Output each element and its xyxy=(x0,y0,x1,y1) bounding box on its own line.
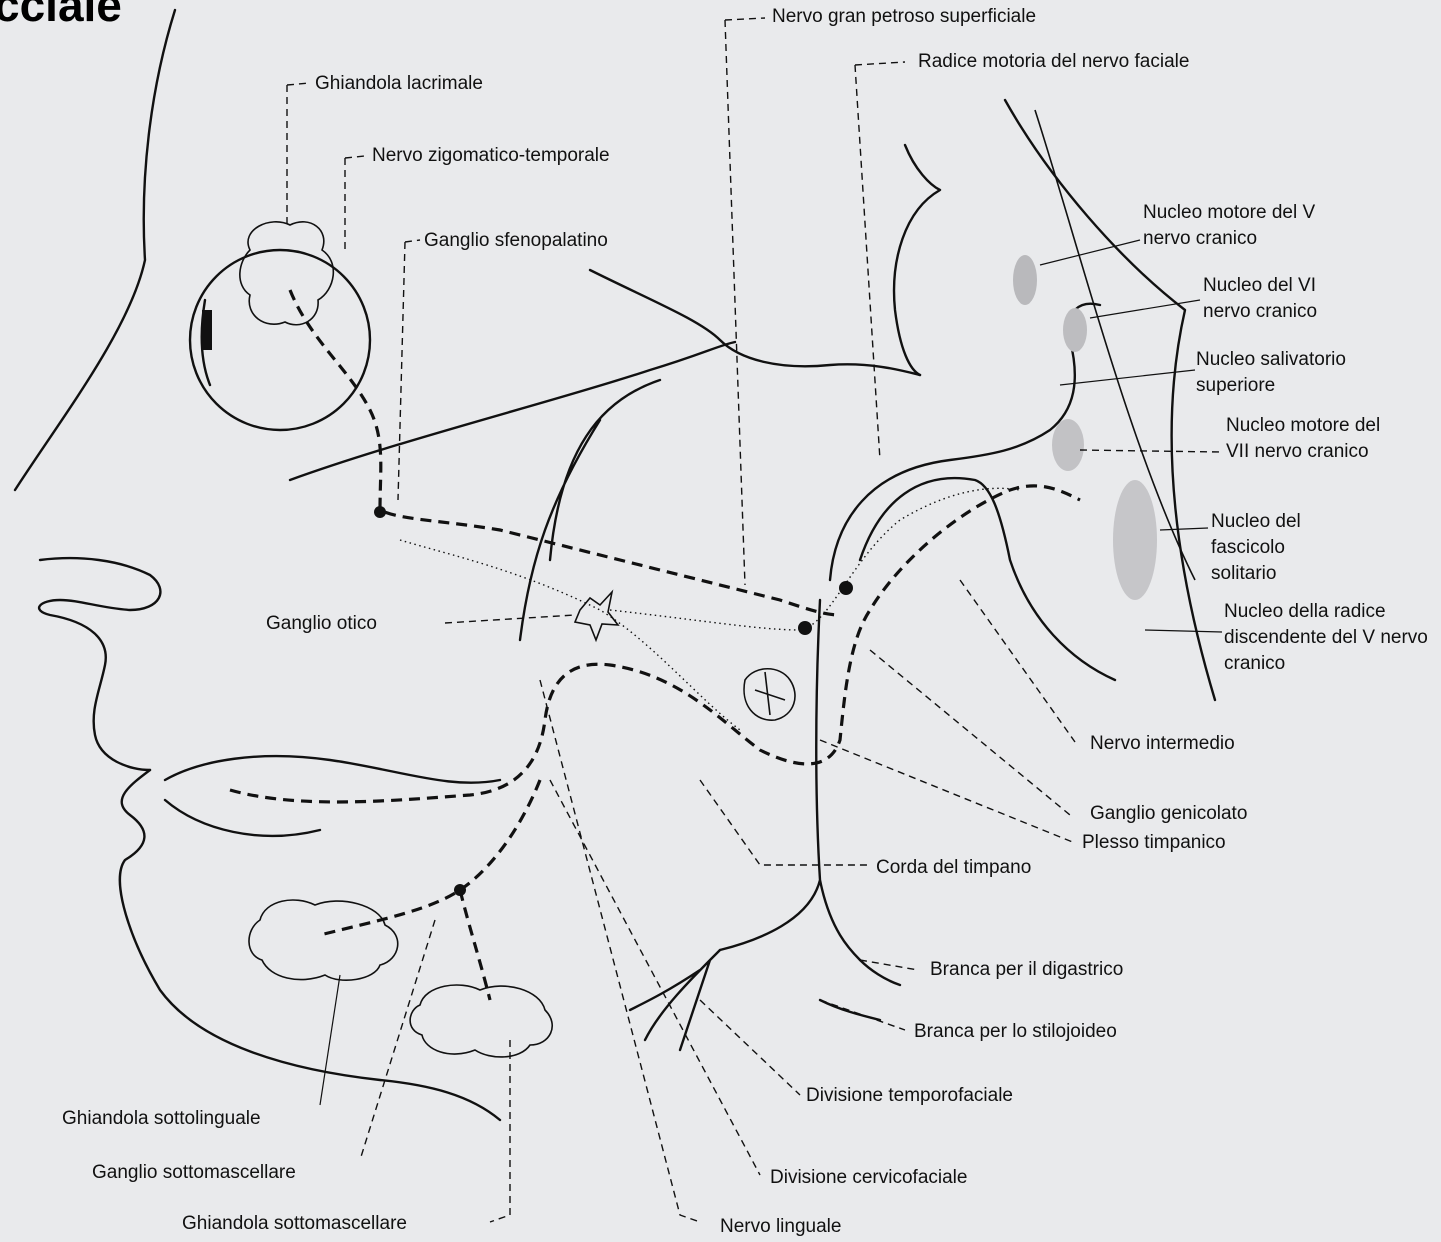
tympanic-plexus-shape xyxy=(744,669,795,720)
nose-outline xyxy=(39,558,160,770)
label-corda: Corda del timpano xyxy=(876,855,1031,881)
label-stilojoideo: Branca per lo stilojoideo xyxy=(914,1019,1117,1045)
label-temporofaciale: Divisione temporofaciale xyxy=(806,1083,1013,1109)
otic-ganglion-shape xyxy=(575,592,618,640)
stylohyoid-branch xyxy=(820,1000,880,1020)
submandibular-ganglion-dot xyxy=(454,884,466,896)
label-nucleo-vi: Nucleo del VI nervo cranico xyxy=(1203,273,1358,325)
chorda-path xyxy=(520,380,660,640)
lips-outline xyxy=(120,770,500,1120)
facial-trunk-outer xyxy=(720,600,860,960)
eyeball xyxy=(190,250,370,430)
label-salivatorio: Nucleo salivatorio superiore xyxy=(1196,347,1396,399)
sublingual-gland-shape xyxy=(249,900,398,980)
brainstem-outline xyxy=(1005,100,1215,700)
geniculate-ganglion-dot xyxy=(839,581,853,595)
tympanic-dotted xyxy=(400,488,1020,730)
label-digastrico: Branca per il digastrico xyxy=(930,957,1123,983)
label-sottolinguale: Ghiandola sottolinguale xyxy=(62,1106,261,1132)
maxillary-branch xyxy=(290,342,735,480)
submandibular-pathway xyxy=(320,780,540,1000)
label-intermedio: Nervo intermedio xyxy=(1090,731,1235,757)
page-title: cciale xyxy=(0,0,122,32)
nucleus-motor-v xyxy=(1013,255,1037,305)
label-gran-petroso: Nervo gran petroso superficiale xyxy=(772,4,1036,30)
label-nucleo-motore-vii: Nucleo motore del VII nervo cranico xyxy=(1226,413,1381,465)
face-outline xyxy=(15,10,175,490)
label-ganglio-otico: Ganglio otico xyxy=(266,611,377,637)
label-linguale: Nervo linguale xyxy=(720,1214,841,1240)
label-ghiandola-lacrimale: Ghiandola lacrimale xyxy=(315,71,483,97)
submandibular-gland-shape xyxy=(410,985,552,1057)
label-ganglio-sottomascellare: Ganglio sottomascellare xyxy=(92,1160,296,1186)
label-zigomatico: Nervo zigomatico-temporale xyxy=(372,143,610,169)
label-radice-discendente: Nucleo della radice discendente del V ne… xyxy=(1224,599,1439,677)
temporofacial-branches xyxy=(630,950,720,1050)
label-plesso: Plesso timpanico xyxy=(1082,830,1226,856)
label-radice-motoria: Radice motoria del nervo faciale xyxy=(918,49,1189,75)
label-nucleo-motore-v: Nucleo motore del V nervo cranico xyxy=(1143,200,1363,252)
label-cervicofaciale: Divisione cervicofaciale xyxy=(770,1165,967,1191)
lacrimal-gland-shape xyxy=(240,222,333,325)
intermedius xyxy=(860,478,1115,680)
nucleus-solitary xyxy=(1113,480,1157,600)
pupil xyxy=(202,310,212,350)
pons-curve xyxy=(894,145,940,375)
salivary-pathway xyxy=(230,486,1080,802)
greater-petrosal xyxy=(590,270,920,375)
label-sfenopalatino: Ganglio sfenopalatino xyxy=(424,228,608,254)
label-ghiandola-sottomascellare: Ghiandola sottomascellare xyxy=(182,1211,407,1237)
label-fascicolo: Nucleo del fascicolo solitario xyxy=(1211,509,1321,587)
tympanic-dot xyxy=(798,621,812,635)
sphenopalatine-ganglion-dot xyxy=(374,506,386,518)
nucleus-vi xyxy=(1063,308,1087,352)
digastric-branch xyxy=(860,960,900,985)
label-genicolato: Ganglio genicolato xyxy=(1090,801,1247,827)
nucleus-motor-vii xyxy=(1052,419,1084,471)
